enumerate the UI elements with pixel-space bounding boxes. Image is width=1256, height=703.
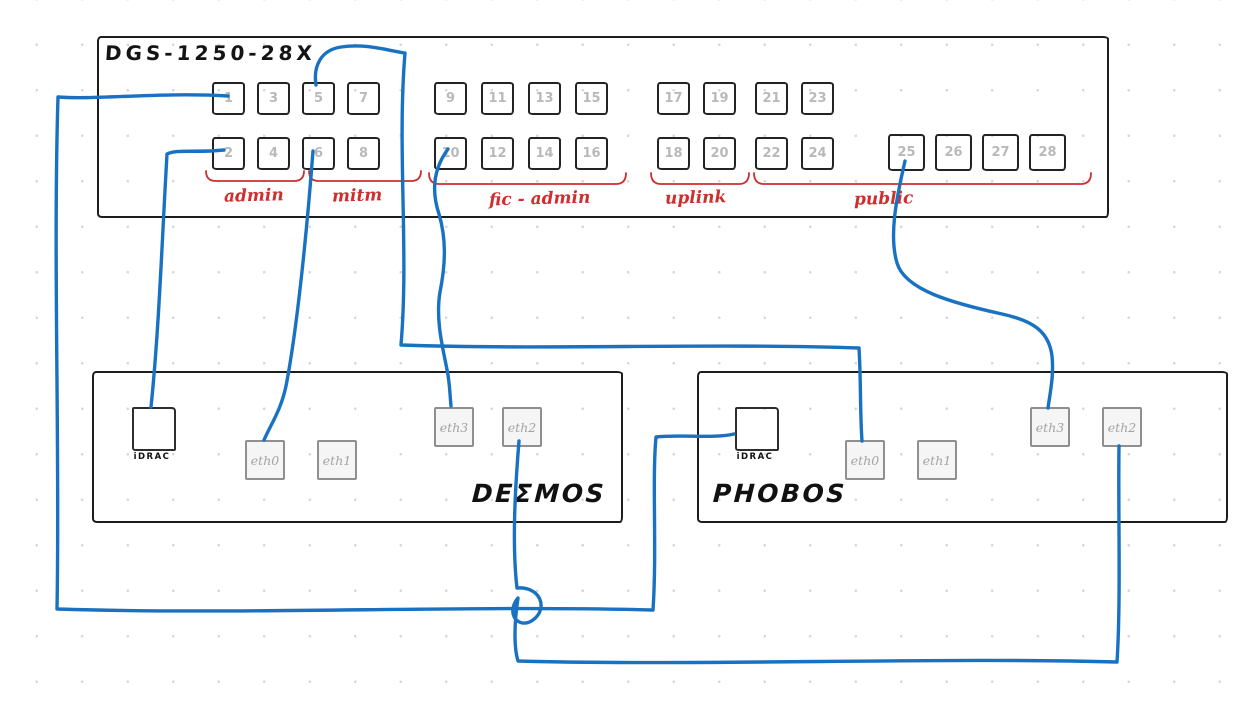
group-label-mitm: mitm <box>331 185 383 207</box>
switch-port-10: 10 <box>434 137 467 170</box>
switch-port-17: 17 <box>657 82 690 115</box>
switch-port-5: 5 <box>302 82 335 115</box>
phobos-eth1-port: eth1 <box>917 440 957 480</box>
group-label-fic-admin: fic - admin <box>488 187 591 211</box>
switch-port-28: 28 <box>1029 134 1066 171</box>
switch-port-16: 16 <box>575 137 608 170</box>
server-name-phobos: PHOBOS <box>712 479 848 508</box>
phobos-idrac-port <box>735 407 779 451</box>
switch-port-1: 1 <box>212 82 245 115</box>
switch-port-23: 23 <box>801 82 834 115</box>
phobos-idrac-label: iDRAC <box>736 452 774 462</box>
switch-port-9: 9 <box>434 82 467 115</box>
desmos-eth0-port: eth0 <box>245 440 285 480</box>
switch-port-3: 3 <box>257 82 290 115</box>
desmos-eth3-port: eth3 <box>434 407 474 447</box>
switch-title: DGS-1250-28X <box>104 41 317 65</box>
desmos-idrac-port <box>132 407 176 451</box>
desmos-eth2-port: eth2 <box>502 407 542 447</box>
switch-port-6: 6 <box>302 137 335 170</box>
switch-port-26: 26 <box>935 134 972 171</box>
switch-port-7: 7 <box>347 82 380 115</box>
switch-port-12: 12 <box>481 137 514 170</box>
switch-port-25: 25 <box>888 134 925 171</box>
group-label-admin: admin <box>223 185 284 207</box>
phobos-eth0-port: eth0 <box>845 440 885 480</box>
phobos-eth3-port: eth3 <box>1030 407 1070 447</box>
switch-port-21: 21 <box>755 82 788 115</box>
switch-port-22: 22 <box>755 137 788 170</box>
switch-port-27: 27 <box>982 134 1019 171</box>
server-name-desmos: DEΣMOS <box>471 479 607 508</box>
switch-port-24: 24 <box>801 137 834 170</box>
switch-port-18: 18 <box>657 137 690 170</box>
desmos-eth1-port: eth1 <box>317 440 357 480</box>
group-label-public: public <box>853 188 914 210</box>
switch-port-13: 13 <box>528 82 561 115</box>
switch-port-15: 15 <box>575 82 608 115</box>
switch-port-20: 20 <box>703 137 736 170</box>
switch-chassis: DGS-1250-28X 1 3 5 7 9 11 13 15 17 19 21… <box>97 36 1109 218</box>
desmos-idrac-label: iDRAC <box>133 452 171 462</box>
switch-port-19: 19 <box>703 82 736 115</box>
switch-port-11: 11 <box>481 82 514 115</box>
switch-port-2: 2 <box>212 137 245 170</box>
server-desmos: iDRAC eth0 eth1 eth3 eth2 DEΣMOS <box>92 371 623 523</box>
switch-port-8: 8 <box>347 137 380 170</box>
switch-port-4: 4 <box>257 137 290 170</box>
server-phobos: iDRAC eth0 eth1 eth3 eth2 PHOBOS <box>697 371 1228 523</box>
phobos-eth2-port: eth2 <box>1102 407 1142 447</box>
group-label-uplink: uplink <box>664 187 727 209</box>
switch-port-14: 14 <box>528 137 561 170</box>
